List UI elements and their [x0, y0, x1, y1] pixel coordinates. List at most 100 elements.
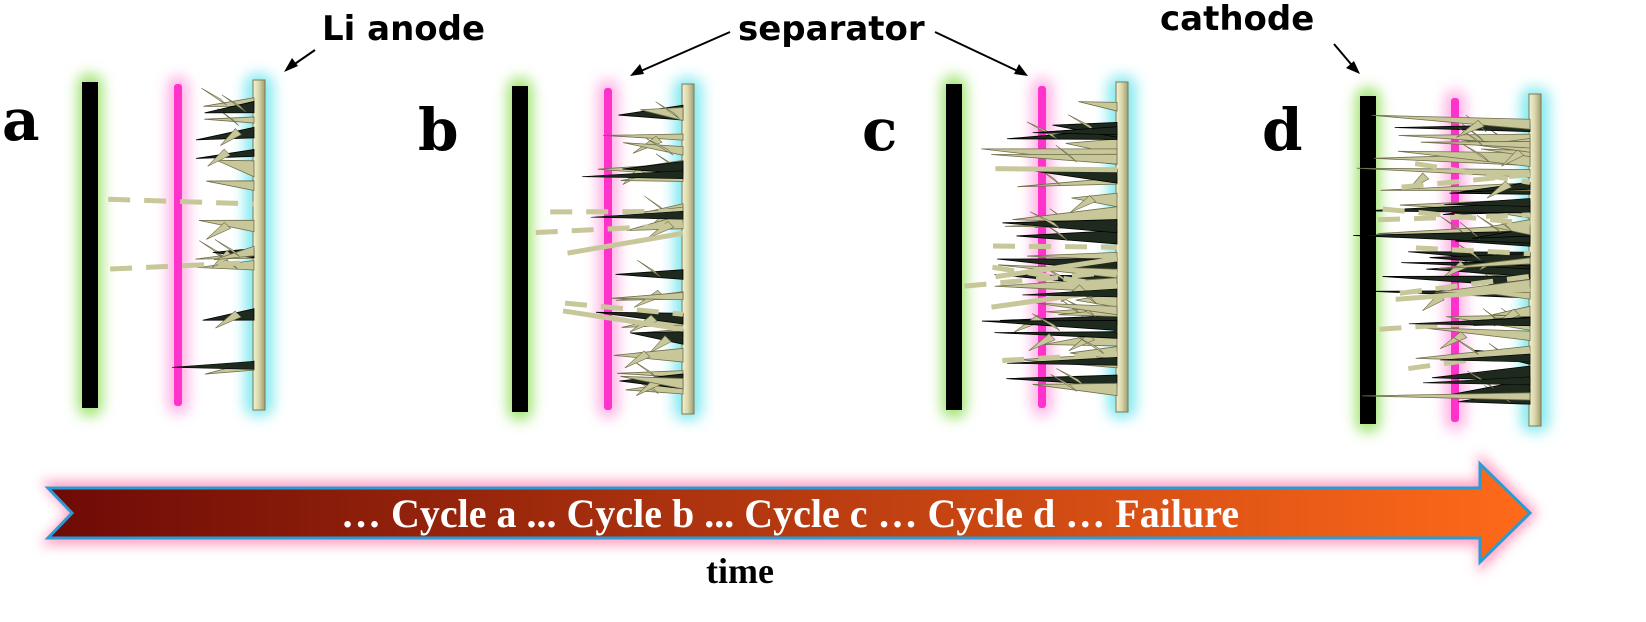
dendrite-branch [221, 94, 247, 113]
dendrite [1437, 257, 1531, 270]
dendrite-filament [1415, 245, 1531, 257]
li-anode-arrowhead [284, 58, 298, 72]
dendrite-filament [1002, 351, 1118, 363]
panel-letter-b: b [418, 96, 459, 164]
dendrite [216, 159, 255, 178]
dendrite-branch [1501, 148, 1525, 167]
dendrite [981, 320, 1118, 331]
dendrite-filament [1414, 161, 1531, 185]
dendrite-branch [1486, 180, 1512, 199]
panels-group: a b c d [2, 74, 1549, 432]
panel-a: a [2, 74, 273, 416]
dendrite [1036, 302, 1118, 316]
dendrite-filament [535, 222, 684, 236]
cathode-electrode [681, 83, 695, 415]
dendrite [1016, 230, 1118, 245]
dendrite-filament [995, 256, 1118, 280]
dendrite-long [582, 170, 684, 179]
li-anode-label: Li anode [322, 9, 485, 49]
dendrite [620, 375, 684, 390]
cathode-label: cathode [1160, 0, 1314, 39]
dendrite [1397, 150, 1531, 167]
dendrite-branch [1456, 119, 1485, 138]
dendrite-filament [108, 196, 255, 207]
dendrite [611, 292, 684, 301]
dendrite-long [1408, 317, 1531, 327]
dendrite-branch [1050, 374, 1078, 392]
dendrite [195, 126, 255, 141]
dendrite-branch [201, 87, 227, 106]
dendrite-branch [1028, 333, 1056, 352]
dendrite-filament [1377, 212, 1531, 223]
dendrite [1356, 167, 1531, 178]
dendrite [1353, 230, 1531, 244]
cathode-electrode [1528, 93, 1542, 427]
dendrite [206, 180, 255, 191]
time-arrow-body [44, 460, 1533, 566]
anode-electrode [946, 84, 962, 410]
separator-arrowhead-right [1014, 64, 1028, 76]
time-arrow-text: … Cycle a ... Cycle b ... Cycle c … Cycl… [341, 491, 1239, 536]
time-arrow: … Cycle a ... Cycle b ... Cycle c … Cycl… [40, 452, 1538, 574]
dendrite [622, 161, 684, 174]
dendrite-filament [564, 300, 684, 317]
dendrites [1353, 114, 1531, 405]
panel-letter-d: d [1262, 96, 1303, 164]
dendrite-branch [1029, 211, 1061, 230]
dendrite-branch [207, 148, 231, 167]
separator-pointer-left [633, 31, 731, 75]
dendrite-branch [215, 310, 242, 329]
separator-pointer-right [934, 31, 1025, 75]
dendrite-filament [567, 230, 684, 256]
dendrite-branch [1055, 144, 1077, 163]
dendrite-filament [1382, 206, 1531, 227]
dendrite-branch [1044, 223, 1068, 242]
dendrite-filament [1395, 286, 1531, 302]
dendrite [595, 311, 684, 325]
dendrite-branch [637, 259, 661, 278]
dendrite-branch [1076, 336, 1105, 354]
panel-letter-c: c [862, 96, 897, 164]
dendrite-filament [550, 208, 684, 215]
dendrite-branch [1069, 195, 1097, 213]
dendrite-long [1444, 198, 1531, 207]
dendrite-long [1037, 126, 1118, 136]
dendrite-long [1007, 357, 1118, 366]
dendrite-branch [1026, 121, 1057, 140]
dendrite-filament [110, 259, 255, 272]
dendrite-long [171, 361, 255, 370]
dendrite [630, 331, 684, 345]
dendrite-filament [1399, 273, 1531, 296]
dendrite-filament [562, 308, 684, 332]
dendrite-branch [220, 128, 242, 146]
anode-electrode [1360, 96, 1376, 424]
cathode-electrode [1115, 81, 1129, 413]
dendrite-branch [1476, 215, 1501, 233]
dendrite-branch [1032, 313, 1061, 331]
dendrite-filament [995, 166, 1118, 173]
dendrite [603, 133, 684, 141]
dendrite-filament [992, 243, 1118, 250]
dendrite [1027, 251, 1118, 261]
dendrite [1371, 114, 1531, 130]
separator-membrane [174, 84, 182, 406]
dendrite-branch [214, 239, 240, 257]
dendrite [1002, 219, 1118, 234]
panel-b: b [418, 78, 702, 420]
dendrite-long [1423, 376, 1531, 386]
dendrites [108, 87, 255, 375]
panel-d: d [1262, 88, 1549, 432]
dendrite-filament [1407, 349, 1531, 372]
time-label: time [706, 551, 774, 591]
dendrite [1362, 392, 1531, 401]
dendrite-branch [1440, 216, 1465, 234]
dendrite-branch [649, 335, 672, 354]
anode-electrode [512, 86, 528, 412]
dendrite-branch [624, 350, 651, 369]
cathode-arrowhead [1346, 61, 1360, 74]
dendrite-branch [1453, 337, 1479, 355]
dendrite [204, 100, 255, 114]
dendrite-branch [1462, 144, 1490, 162]
dendrite [991, 153, 1118, 165]
